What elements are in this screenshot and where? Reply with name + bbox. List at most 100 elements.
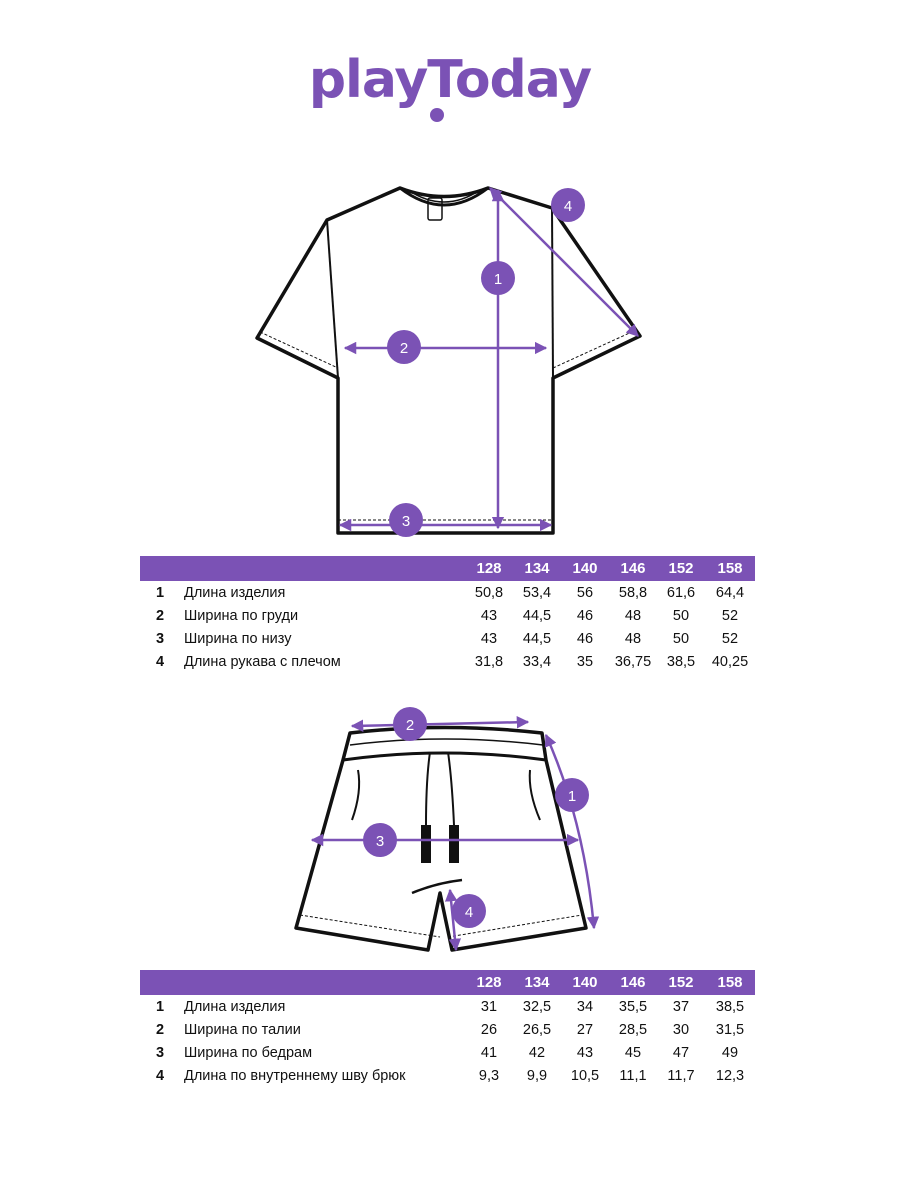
cell-value: 64,4 bbox=[715, 584, 745, 601]
cell-value: 26 bbox=[480, 1021, 498, 1038]
cell-value: 37 bbox=[672, 998, 690, 1015]
svg-text:1: 1 bbox=[568, 788, 576, 805]
neck-label bbox=[427, 197, 443, 221]
shorts-callout-2: 2 bbox=[393, 707, 427, 741]
header-spacer bbox=[180, 556, 465, 581]
table-row: 4 Длина по внутреннему шву брюк 9,3 9,9 … bbox=[140, 1064, 755, 1087]
cell-value: 58,8 bbox=[618, 584, 648, 601]
cell-value: 50 bbox=[672, 630, 690, 647]
cell-value: 61,6 bbox=[666, 584, 696, 601]
cell-value: 53,4 bbox=[522, 584, 552, 601]
cell-value: 12,3 bbox=[715, 1067, 745, 1084]
drawstring-tip-left bbox=[421, 825, 431, 863]
row-number: 4 bbox=[155, 1067, 165, 1084]
svg-text:4: 4 bbox=[564, 198, 572, 215]
cell-value: 27 bbox=[576, 1021, 594, 1038]
shorts-table-header: 128 134 140 146 152 158 bbox=[140, 970, 755, 995]
row-number: 2 bbox=[155, 607, 165, 624]
tshirt-callout-2: 2 bbox=[387, 330, 421, 364]
cell-value: 44,5 bbox=[522, 630, 552, 647]
row-label: Длина рукава с плечом bbox=[184, 653, 341, 670]
cell-value: 34 bbox=[576, 998, 594, 1015]
table-row: 3 Ширина по низу 43 44,5 46 48 50 52 bbox=[140, 627, 755, 650]
size-header: 146 bbox=[620, 560, 646, 577]
cell-value: 50 bbox=[672, 607, 690, 624]
row-number: 3 bbox=[155, 630, 165, 647]
row-number: 4 bbox=[155, 653, 165, 670]
tshirt-callout-4: 4 bbox=[551, 188, 585, 222]
cell-value: 38,5 bbox=[666, 653, 696, 670]
cell-value: 33,4 bbox=[522, 653, 552, 670]
cell-value: 31,8 bbox=[474, 653, 504, 670]
table-row: 4 Длина рукава с плечом 31,8 33,4 35 36,… bbox=[140, 650, 755, 673]
logo-dot bbox=[430, 108, 444, 122]
size-header: 158 bbox=[717, 974, 743, 991]
size-header: 134 bbox=[524, 560, 550, 577]
size-header: 152 bbox=[668, 560, 694, 577]
cell-value: 40,25 bbox=[711, 653, 749, 670]
shorts-callout-1: 1 bbox=[555, 778, 589, 812]
size-header: 128 bbox=[476, 560, 502, 577]
cell-value: 46 bbox=[576, 607, 594, 624]
cell-value: 28,5 bbox=[618, 1021, 648, 1038]
cell-value: 32,5 bbox=[522, 998, 552, 1015]
header-spacer bbox=[140, 970, 180, 995]
drawstring bbox=[425, 751, 455, 826]
cell-value: 35,5 bbox=[618, 998, 648, 1015]
tshirt-callout-3: 3 bbox=[389, 503, 423, 537]
tshirt-diagram: 1 2 3 4 bbox=[255, 186, 642, 537]
cell-value: 56 bbox=[576, 584, 594, 601]
row-label: Длина изделия bbox=[184, 584, 286, 601]
cell-value: 42 bbox=[528, 1044, 546, 1061]
cell-value: 11,7 bbox=[667, 1067, 695, 1084]
cell-value: 49 bbox=[721, 1044, 739, 1061]
row-label: Ширина по бедрам bbox=[184, 1044, 313, 1061]
header-spacer bbox=[140, 556, 180, 581]
cell-value: 31,5 bbox=[715, 1021, 745, 1038]
cell-value: 35 bbox=[576, 653, 594, 670]
cell-value: 43 bbox=[576, 1044, 594, 1061]
svg-text:3: 3 bbox=[402, 513, 410, 530]
cell-value: 9,3 bbox=[478, 1067, 500, 1084]
cell-value: 43 bbox=[480, 630, 498, 647]
cell-value: 48 bbox=[624, 630, 642, 647]
row-number: 1 bbox=[155, 998, 165, 1015]
cell-value: 36,75 bbox=[614, 653, 652, 670]
cell-value: 30 bbox=[672, 1021, 690, 1038]
table-row: 2 Ширина по груди 43 44,5 46 48 50 52 bbox=[140, 604, 755, 627]
cell-value: 10,5 bbox=[570, 1067, 600, 1084]
svg-text:4: 4 bbox=[465, 904, 473, 921]
row-number: 2 bbox=[155, 1021, 165, 1038]
drawstring-tip-right bbox=[449, 825, 459, 863]
table-row: 1 Длина изделия 50,8 53,4 56 58,8 61,6 6… bbox=[140, 581, 755, 604]
tshirt-size-table: 128 134 140 146 152 158 1 Длина изделия … bbox=[140, 556, 755, 673]
svg-text:3: 3 bbox=[376, 833, 384, 850]
shorts-diagram: 1 2 3 4 bbox=[294, 707, 600, 952]
row-number: 1 bbox=[155, 584, 165, 601]
row-label: Ширина по низу bbox=[184, 630, 292, 647]
cell-value: 44,5 bbox=[522, 607, 552, 624]
size-header: 134 bbox=[524, 974, 550, 991]
table-row: 1 Длина изделия 31 32,5 34 35,5 37 38,5 bbox=[140, 995, 755, 1018]
table-row: 3 Ширина по бедрам 41 42 43 45 47 49 bbox=[140, 1041, 755, 1064]
tshirt-table-header: 128 134 140 146 152 158 bbox=[140, 556, 755, 581]
cell-value: 11,1 bbox=[619, 1067, 647, 1084]
cell-value: 43 bbox=[480, 607, 498, 624]
header-spacer bbox=[180, 970, 465, 995]
shorts-callout-4: 4 bbox=[452, 894, 486, 928]
cell-value: 26,5 bbox=[522, 1021, 552, 1038]
svg-text:1: 1 bbox=[494, 271, 502, 288]
shorts-size-table: 128 134 140 146 152 158 1 Длина изделия … bbox=[140, 970, 755, 1087]
cell-value: 47 bbox=[672, 1044, 690, 1061]
cell-value: 41 bbox=[480, 1044, 498, 1061]
row-label: Длина по внутреннему шву брюк bbox=[184, 1067, 406, 1084]
brand-logo: playToday bbox=[308, 50, 592, 110]
table-row: 2 Ширина по талии 26 26,5 27 28,5 30 31,… bbox=[140, 1018, 755, 1041]
tshirt-callout-1: 1 bbox=[481, 261, 515, 295]
cell-value: 50,8 bbox=[474, 584, 504, 601]
tshirt-outline bbox=[255, 186, 642, 535]
cell-value: 48 bbox=[624, 607, 642, 624]
cell-value: 38,5 bbox=[715, 998, 745, 1015]
size-header: 152 bbox=[668, 974, 694, 991]
size-header: 158 bbox=[717, 560, 743, 577]
